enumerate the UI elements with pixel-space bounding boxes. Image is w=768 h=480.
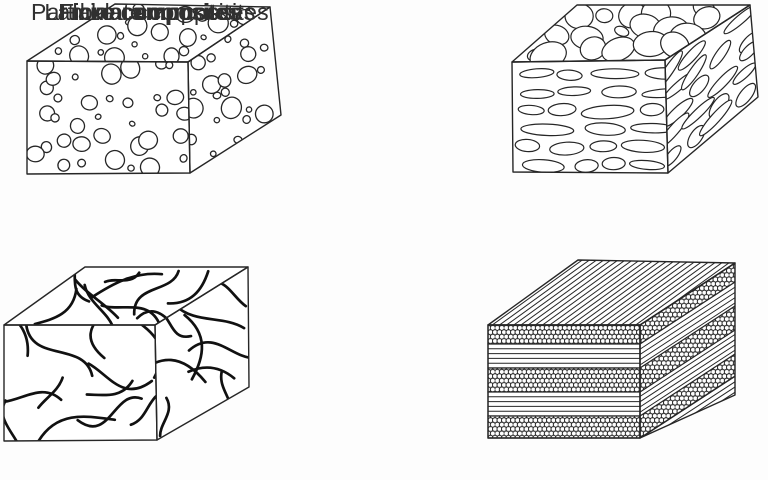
caption-particulate-composites: Particulate composites — [31, 0, 269, 25]
flake-composite-box — [511, 4, 759, 174]
fibre-composite-box — [3, 266, 250, 442]
caption-laminar-composites: Laminar composites — [44, 0, 256, 25]
particulate-composite-box — [26, 3, 282, 175]
caption-fibre-composites: Fibre composites — [60, 0, 240, 25]
caption-flake-composites: Flake composites — [58, 0, 242, 25]
